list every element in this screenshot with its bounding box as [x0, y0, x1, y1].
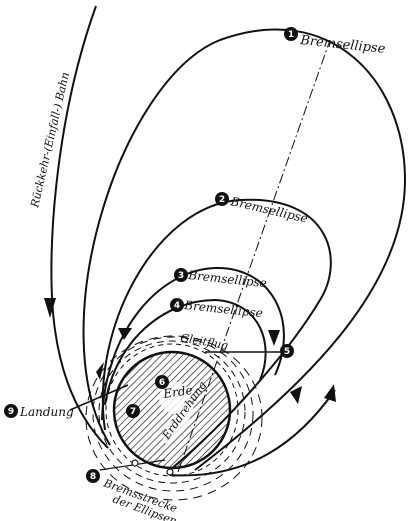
svg-text:2: 2 [219, 195, 225, 205]
landing-label: Landung [19, 405, 74, 419]
svg-text:4: 4 [174, 301, 180, 311]
ellipse-3-label: Bremsellipse [187, 268, 268, 290]
marker-2: 2 [215, 192, 229, 206]
svg-text:9: 9 [8, 407, 14, 417]
ellipse-2-label: Bremsellipse [228, 194, 309, 226]
landing-point-b [166, 468, 174, 476]
braking-ellipse-2 [101, 198, 332, 471]
svg-text:6: 6 [159, 378, 165, 388]
landing-leader-9 [69, 384, 129, 411]
marker-3: 3 [174, 268, 188, 282]
marker-7: 7 [126, 404, 140, 418]
ellipse-4-label: Bremsellipse [183, 298, 264, 320]
landing-point-a [131, 459, 139, 467]
outgoing-arc [169, 389, 336, 477]
svg-text:1: 1 [288, 30, 294, 40]
earth-rotation-label-patch [162, 402, 194, 444]
return-path-label: Rückkehr-(Einfall-) Bahn [28, 71, 72, 210]
svg-text:5: 5 [284, 347, 290, 357]
braking-ellipse-3 [101, 266, 285, 421]
arrowheads [44, 298, 336, 404]
braking-ellipse-4 [104, 298, 267, 406]
marker-8: 8 [86, 469, 100, 483]
svg-text:3: 3 [178, 271, 184, 281]
glide-path-label: Gleitflug [179, 331, 229, 352]
braking-ellipses [82, 28, 407, 477]
major-axis-line [177, 39, 331, 473]
svg-text:7: 7 [130, 407, 136, 417]
braking-ellipse-1 [82, 28, 407, 471]
earth-label: Erde [161, 383, 193, 401]
marker-5: 5 [280, 344, 294, 358]
marker-6: 6 [155, 375, 169, 389]
marker-9: 9 [4, 404, 18, 418]
marker-1: 1 [284, 27, 298, 41]
ellipse-1-label: Bremsellipse [299, 33, 387, 57]
svg-text:8: 8 [90, 472, 96, 482]
marker-4: 4 [170, 298, 184, 312]
